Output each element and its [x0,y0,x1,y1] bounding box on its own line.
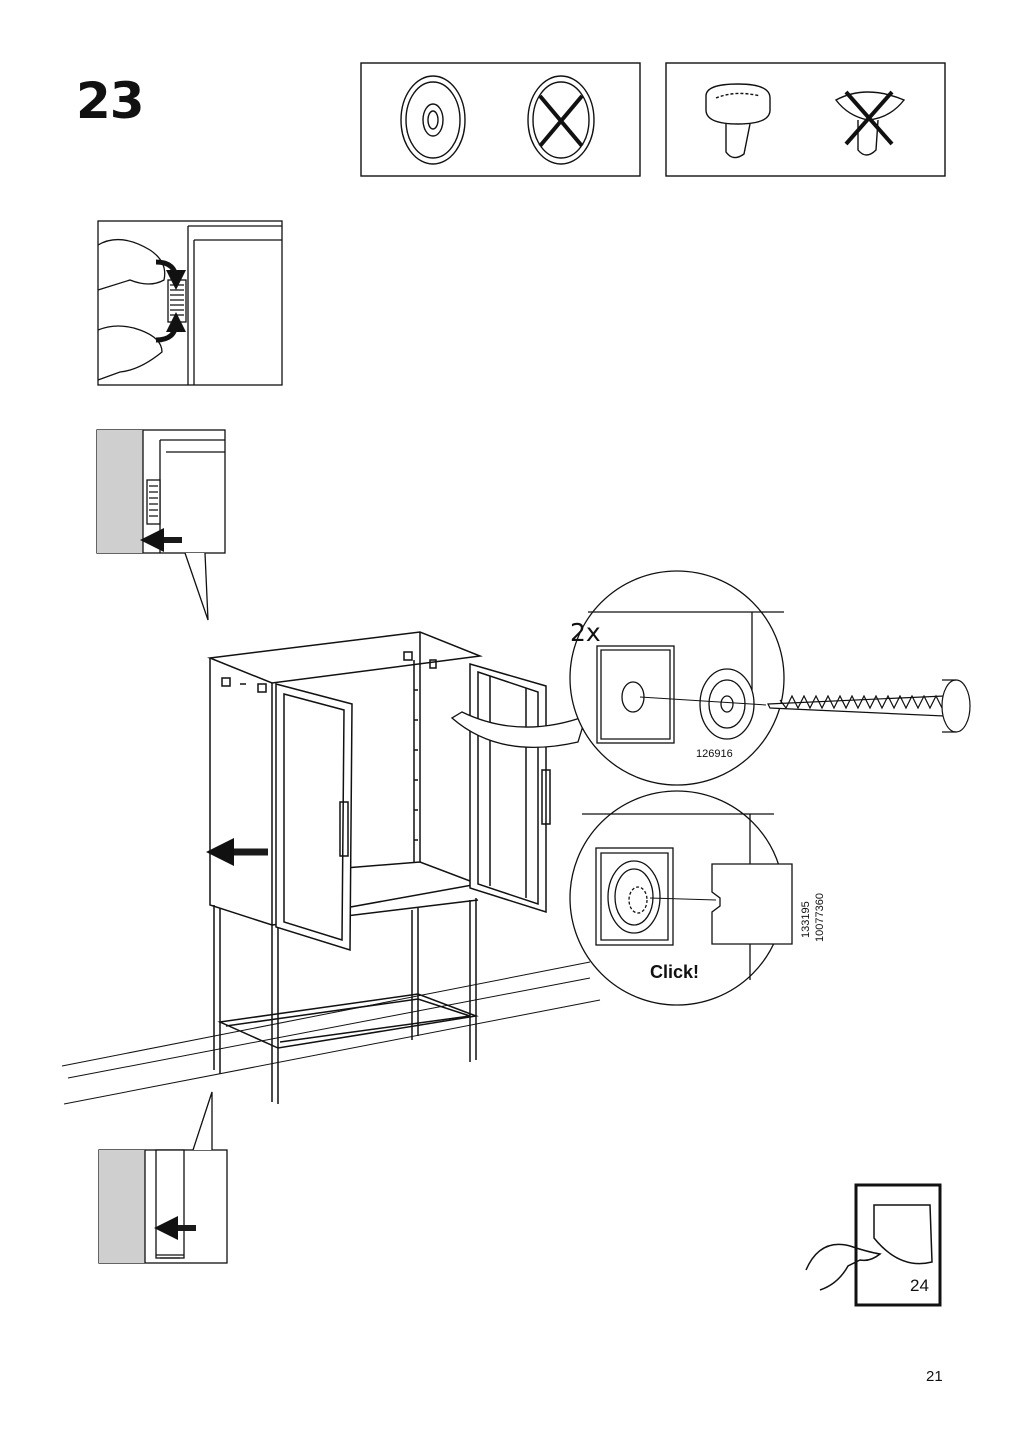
part-number-cover-1: 133195 [800,901,812,938]
screw-icon [767,679,971,733]
cam-correct-icon [400,75,466,165]
next-page-label: 24 [910,1276,929,1295]
knob-correct-icon [705,83,771,159]
part-number-screw-washer: 126916 [696,748,733,760]
quantity-label: 2x [570,618,601,647]
cover-zoom-circle [569,790,793,1006]
cam-orientation-box [360,62,641,177]
hinge-adjust-detail [97,220,283,386]
turn-page-icon [805,1183,942,1307]
knob-wrong-icon [834,90,906,156]
part-number-cover-2: 10077360 [814,893,826,942]
floor-lines [61,961,601,1105]
knob-orientation-box [665,62,946,177]
page-number: 21 [926,1368,943,1385]
click-label: Click! [650,962,700,982]
wall-gap-bottom-detail [98,1091,228,1264]
cabinet [207,631,551,1104]
screw-zoom-circle [569,570,785,786]
cam-wrong-icon [527,75,595,165]
step-number: 23 [76,72,145,130]
wall-gap-top-detail [96,429,226,621]
